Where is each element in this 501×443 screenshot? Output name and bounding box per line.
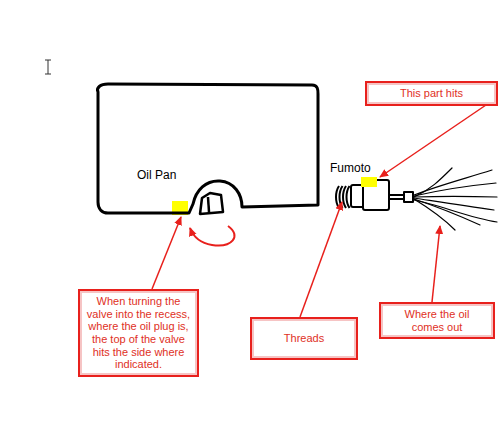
rotation-arrow [190, 226, 235, 245]
callout-box: Threads [250, 317, 358, 360]
text-cursor [45, 60, 51, 74]
oil-plug [200, 193, 223, 214]
threads [336, 186, 350, 208]
fumoto-valve [351, 180, 413, 210]
callout-text: Threads [284, 332, 324, 345]
part-name: Fumoto [330, 161, 371, 175]
callout-text: When turning the valve into the recess, … [86, 295, 191, 371]
oil-pan: Oil Pan [92, 82, 322, 224]
oil-pan-outline [92, 82, 322, 224]
callout-text: This part hits [400, 87, 463, 100]
callout-box: This part hits [365, 81, 498, 106]
callout-box: When turning the valve into the recess, … [78, 289, 199, 377]
hit-highlight [361, 177, 377, 187]
oil-flow [414, 168, 497, 230]
callout-text: Where the oil comes out [387, 308, 487, 333]
callout-box: Where the oil comes out [379, 302, 495, 339]
part-name: Oil Pan [137, 168, 176, 182]
